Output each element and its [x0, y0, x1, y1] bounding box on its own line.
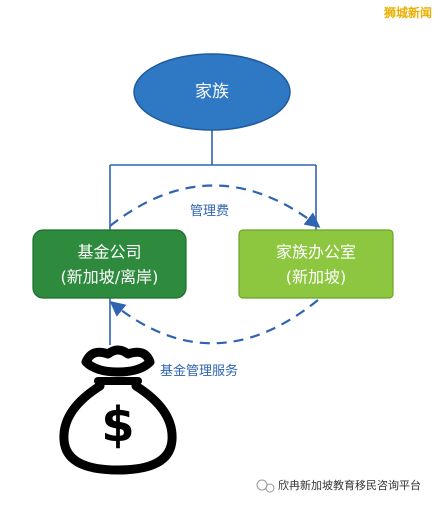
- fund-company-location: (新加坡/离岸): [61, 268, 159, 287]
- family-office-location: (新加坡): [286, 268, 347, 287]
- watermark: 欣冉新加坡教育移民咨询平台: [256, 478, 421, 493]
- management-fee-label: 管理费: [190, 204, 229, 219]
- brand-label: 狮城新闻: [383, 5, 432, 20]
- watermark-text: 欣冉新加坡教育移民咨询平台: [278, 478, 421, 492]
- fund-company-node: 基金公司 (新加坡/离岸): [32, 229, 187, 299]
- family-node-label: 家族: [195, 82, 229, 102]
- money-bag-symbol: $: [101, 397, 134, 453]
- money-bag-icon: $: [59, 345, 177, 475]
- management-fee-arrow: [109, 184, 321, 228]
- family-node: 家族: [133, 53, 291, 131]
- family-office-node: 家族办公室 (新加坡): [238, 229, 394, 299]
- wechat-icon: [256, 479, 268, 491]
- fund-management-service-arrow: [109, 299, 319, 345]
- family-office-name: 家族办公室: [276, 243, 356, 262]
- fund-management-service-label: 基金管理服务: [160, 363, 238, 379]
- fund-company-name: 基金公司: [77, 243, 141, 262]
